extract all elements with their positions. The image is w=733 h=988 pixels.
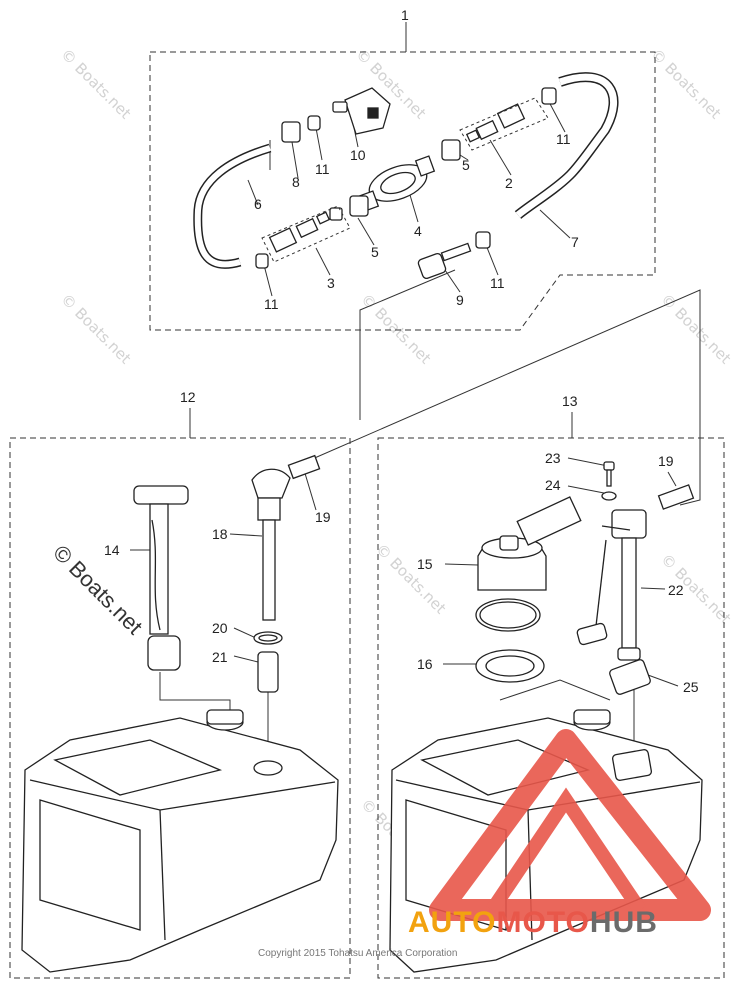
callout-14: 14 (104, 542, 120, 558)
callout-11: 11 (315, 161, 330, 177)
callout-2: 2 (505, 175, 513, 191)
callout-11: 11 (490, 275, 505, 291)
callout-11: 11 (556, 131, 571, 147)
callout-18: 18 (212, 526, 228, 542)
hose-assembly (193, 72, 619, 280)
callout-7: 7 (571, 234, 579, 250)
callout-1: 1 (401, 7, 409, 23)
callout-13: 13 (562, 393, 578, 409)
callout-24: 24 (545, 477, 561, 493)
brand-part-auto: AUTO (408, 906, 497, 939)
watermark: © Boats.net (57, 45, 135, 123)
watermark: © Boats.net (657, 290, 733, 368)
brand-wordmark: AUTOMOTOHUB (408, 906, 658, 940)
left-fuel-tank (21, 454, 339, 973)
callout-labels: 1 2 3 4 5 5 6 7 8 9 10 11 11 11 11 12 13… (104, 7, 699, 695)
callout-6: 6 (254, 196, 262, 212)
callout-3: 3 (327, 275, 335, 291)
callout-25: 25 (683, 679, 699, 695)
watermark: © Boats.net (372, 540, 450, 618)
callout-10: 10 (350, 147, 366, 163)
callout-22: 22 (668, 582, 684, 598)
callout-5: 5 (371, 244, 379, 260)
callout-12: 12 (180, 389, 196, 405)
right-fuel-tank (389, 461, 703, 973)
brand-part-hub: HUB (589, 906, 658, 939)
watermark: © Boats.net (357, 290, 435, 368)
callout-20: 20 (212, 620, 228, 636)
copyright-text: Copyright 2015 Tohatsu America Corporati… (258, 948, 458, 959)
watermark: © Boats.net (647, 45, 725, 123)
callout-11: 11 (264, 296, 279, 312)
connector-dash-boxes (261, 97, 549, 263)
callout-9: 9 (456, 292, 464, 308)
connector-2 (465, 103, 526, 143)
callout-4: 4 (414, 223, 422, 239)
callout-8: 8 (292, 174, 300, 190)
watermark: © Boats.net (57, 290, 135, 368)
automotohub-logo (429, 729, 711, 921)
callout-19: 19 (315, 509, 331, 525)
callout-5: 5 (462, 157, 470, 173)
callout-19: 19 (658, 453, 674, 469)
callout-23: 23 (545, 450, 561, 466)
callout-15: 15 (417, 556, 433, 572)
connector-3 (268, 211, 331, 253)
callout-21: 21 (212, 649, 228, 665)
group-boxes (9, 51, 725, 979)
callout-16: 16 (417, 656, 433, 672)
brand-part-moto: MOTO (496, 906, 590, 939)
